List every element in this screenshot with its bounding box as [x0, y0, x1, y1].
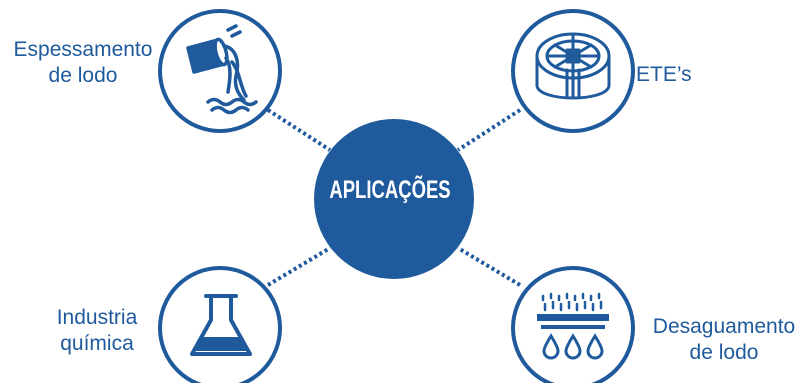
connectors — [266, 108, 522, 287]
label-line: química — [60, 332, 134, 355]
node-industria — [158, 266, 282, 383]
filter-drops-icon — [537, 292, 609, 360]
label-desaguamento: Desaguamento de lodo — [646, 314, 802, 366]
node-espessamento — [158, 9, 282, 133]
center-label: APLICAÇÕES — [329, 176, 451, 204]
treatment-tank-icon — [535, 32, 611, 100]
node-desaguamento — [511, 266, 635, 383]
connector-top-right — [456, 108, 522, 152]
label-line: Desaguamento — [652, 315, 796, 338]
center-circle — [314, 119, 474, 279]
label-line: ETE’s — [636, 63, 692, 86]
label-espessamento: Espessamento de lodo — [8, 37, 158, 89]
connector-bottom-right — [456, 246, 522, 287]
flask-icon — [190, 294, 252, 356]
label-line: de lodo — [689, 341, 759, 364]
node-etes — [511, 9, 635, 133]
label-line: de lodo — [48, 64, 118, 87]
connector-bottom-left — [266, 246, 332, 287]
pipe-pouring-icon — [186, 24, 258, 115]
connector-top-left — [266, 108, 332, 152]
label-etes: ETE’s — [636, 62, 692, 88]
label-industria: Industria química — [37, 305, 157, 357]
label-line: Espessamento — [13, 38, 153, 61]
label-line: Industria — [56, 306, 138, 329]
